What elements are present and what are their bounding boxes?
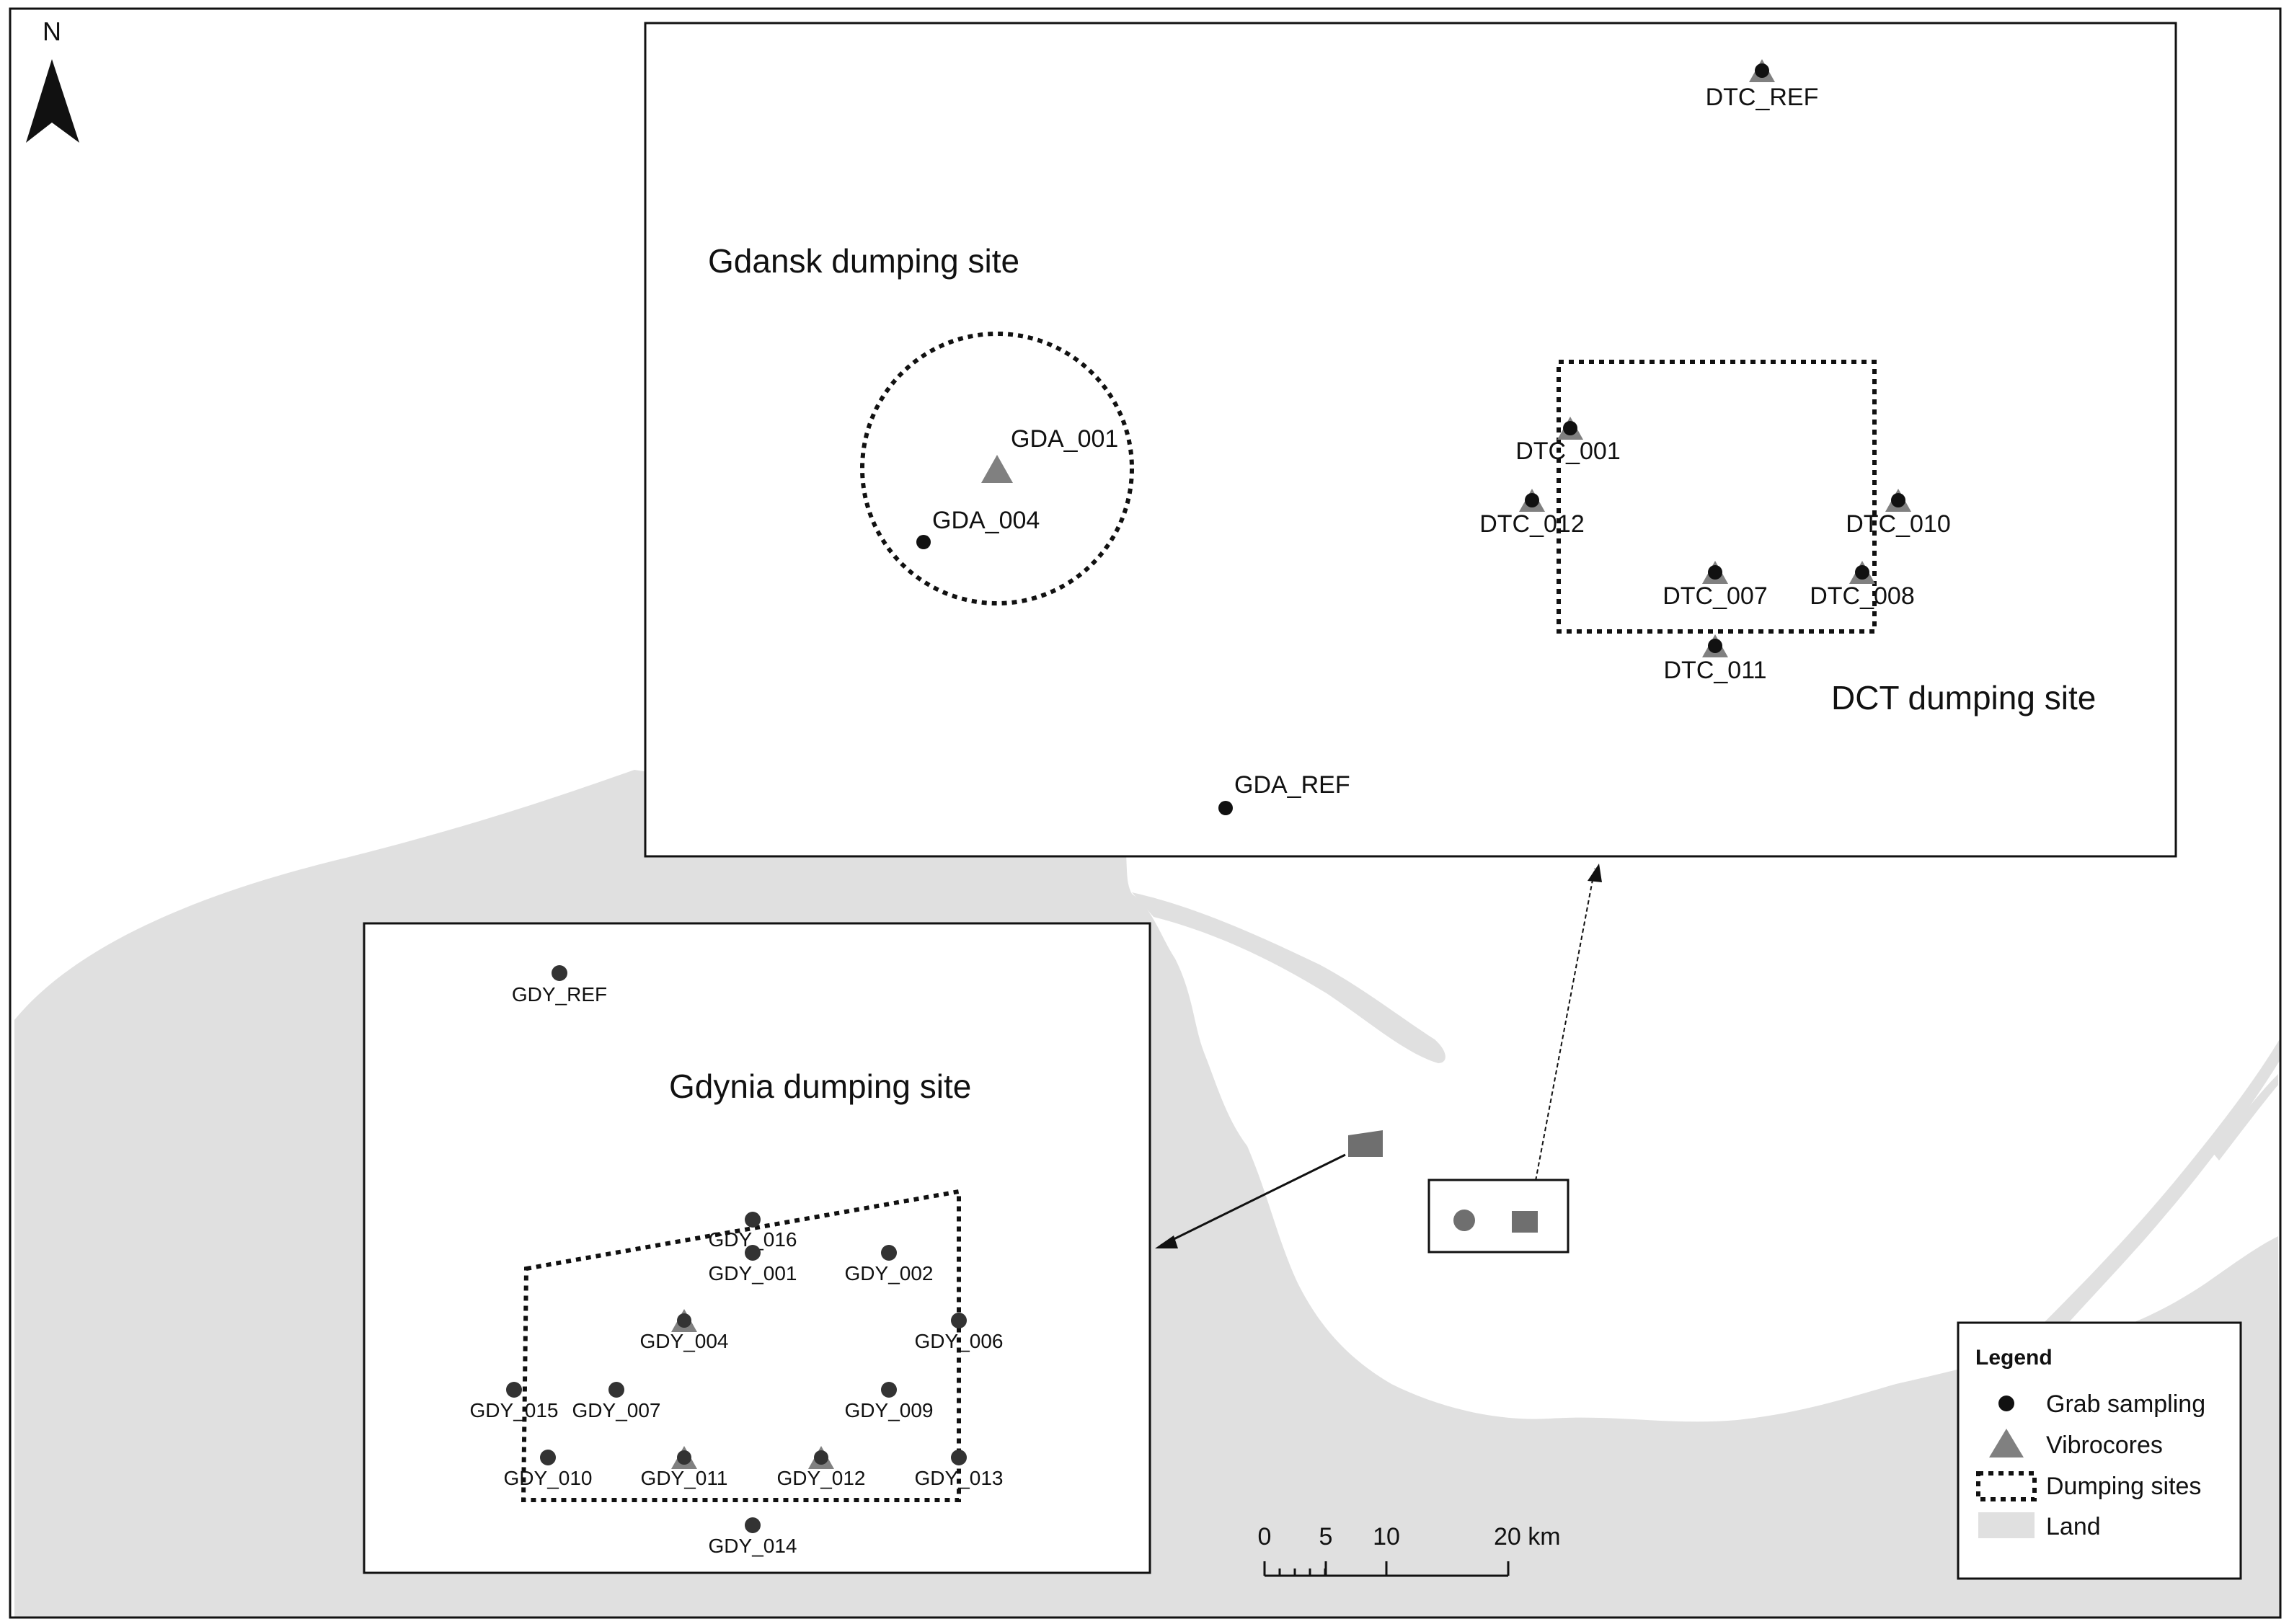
gdynia-dumping-site-boundary (521, 1189, 961, 1502)
station-gdy-011-label: GDY_011 (641, 1467, 728, 1489)
scale-bar-tick-10: 10 (1373, 1523, 1400, 1550)
station-gdy-002-grab-icon (881, 1245, 897, 1261)
station-gdy-012: GDY_012 (777, 1446, 866, 1489)
legend-item-grab-label: Grab sampling (2046, 1390, 2205, 1418)
gdynia-inset: Gdynia dumping site GDY_REF GDY_016 GDY_… (363, 922, 1151, 1574)
station-gdy-012-label: GDY_012 (777, 1467, 866, 1489)
dct-site-title: DCT dumping site (1831, 679, 2096, 716)
scale-bar-tick-20: 20 km (1494, 1523, 1561, 1550)
gdansk-dct-locator-box (1427, 1179, 1569, 1254)
legend-vibrocore-icon (1989, 1429, 2024, 1457)
station-dtc-001: DTC_001 (1515, 417, 1621, 465)
station-gdy-012-grab-icon (814, 1450, 828, 1465)
station-gdy-014-label: GDY_014 (709, 1535, 797, 1557)
dct-site-marker (1512, 1211, 1538, 1233)
station-gdy-006-grab-icon (951, 1313, 967, 1328)
station-gda-004-grab-icon (916, 535, 931, 549)
station-dtc-ref-grab-icon (1755, 63, 1769, 78)
station-gdy-016-grab-icon (745, 1212, 761, 1228)
station-gdy-ref-label: GDY_REF (512, 983, 607, 1006)
station-dtc-008-label: DTC_008 (1810, 582, 1915, 610)
station-gdy-009-grab-icon (881, 1382, 897, 1398)
station-gda-001-vibrocore-icon (981, 455, 1013, 483)
station-gdy-004: GDY_004 (640, 1309, 729, 1352)
station-gdy-011: GDY_011 (641, 1446, 728, 1489)
station-dtc-012-grab-icon (1525, 493, 1539, 507)
gdansk-site-title: Gdansk dumping site (708, 242, 1019, 280)
station-gda-ref-grab-icon (1218, 801, 1233, 815)
station-dtc-001-label: DTC_001 (1515, 438, 1621, 465)
gdansk-dumping-site-boundary (860, 332, 1134, 605)
scale-bar: 0 5 10 20 km (1258, 1523, 1561, 1577)
station-dtc-008-grab-icon (1855, 565, 1869, 580)
link-arrow-dct-head (1588, 864, 1602, 882)
station-dtc-011-label: DTC_011 (1664, 657, 1767, 684)
gdansk-dct-inset: Gdansk dumping site DCT dumping site GDA… (644, 22, 2177, 858)
station-gdy-015-grab-icon (506, 1382, 522, 1398)
station-gdy-ref-grab-icon (552, 965, 567, 981)
station-gdy-010-label: GDY_010 (504, 1467, 593, 1489)
station-gdy-011-grab-icon (677, 1450, 691, 1465)
station-dtc-ref-label: DTC_REF (1706, 84, 1819, 111)
station-dtc-011: DTC_011 (1664, 634, 1767, 684)
link-arrow-dct (1535, 868, 1595, 1181)
overview-markers (1348, 1130, 1569, 1254)
station-gdy-004-label: GDY_004 (640, 1330, 729, 1352)
scale-bar-tick-0: 0 (1258, 1523, 1272, 1550)
legend-item-vibrocore-label: Vibrocores (2046, 1432, 2163, 1459)
link-arrow-gdynia-head (1155, 1235, 1178, 1248)
inset-link-arrows (1155, 864, 1602, 1248)
station-dtc-011-grab-icon (1708, 639, 1722, 653)
legend-item-land-label: Land (2046, 1513, 2101, 1540)
station-dtc-007: DTC_007 (1662, 561, 1768, 610)
station-gda-ref-label: GDA_REF (1234, 771, 1350, 799)
land-peninsula (1132, 892, 1445, 1063)
north-arrow-label: N (43, 17, 61, 46)
scale-bar-ticks (1263, 1561, 1510, 1576)
station-dtc-012-label: DTC_012 (1479, 510, 1585, 538)
station-gdy-001-grab-icon (745, 1245, 761, 1261)
link-arrow-gdynia (1160, 1153, 1346, 1247)
gdynia-site-title: Gdynia dumping site (669, 1068, 971, 1105)
station-gdy-015-label: GDY_015 (470, 1399, 559, 1421)
station-dtc-ref: DTC_REF (1706, 59, 1819, 111)
gdansk-dct-inset-frame (644, 22, 2177, 858)
station-dtc-008: DTC_008 (1810, 561, 1915, 610)
station-dtc-007-grab-icon (1708, 565, 1722, 580)
gdansk-site-marker (1453, 1210, 1475, 1231)
station-dtc-010-grab-icon (1891, 493, 1905, 507)
north-arrow-icon (26, 59, 79, 143)
legend-grab-icon (1998, 1396, 2014, 1411)
station-gdy-007-grab-icon (608, 1382, 624, 1398)
land-island (2213, 1074, 2278, 1161)
station-gdy-007-label: GDY_007 (572, 1399, 661, 1421)
legend: Legend Grab sampling Vibrocores Dumping … (1957, 1321, 2242, 1580)
station-gda-004-label: GDA_004 (932, 507, 1040, 534)
station-dtc-012: DTC_012 (1479, 489, 1585, 538)
legend-dumping-site-icon (1976, 1471, 2037, 1501)
station-dtc-010: DTC_010 (1846, 489, 1951, 538)
land-spit-east (2026, 1038, 2280, 1346)
north-arrow: N (26, 17, 79, 143)
legend-title: Legend (1975, 1346, 2053, 1370)
station-gdy-004-grab-icon (677, 1313, 691, 1328)
station-dtc-001-grab-icon (1563, 421, 1577, 435)
scale-bar-tick-5: 5 (1319, 1523, 1333, 1550)
station-gdy-002-label: GDY_002 (845, 1262, 934, 1284)
station-gdy-013-grab-icon (951, 1450, 967, 1465)
station-gdy-010-grab-icon (540, 1450, 556, 1465)
legend-land-swatch (1978, 1512, 2035, 1538)
station-gdy-014-grab-icon (745, 1517, 761, 1533)
map-frame (9, 7, 2282, 1619)
legend-item-dumping-site-label: Dumping sites (2046, 1473, 2201, 1500)
station-gdy-009-label: GDY_009 (845, 1399, 934, 1421)
station-gdy-001-label: GDY_001 (709, 1262, 797, 1284)
station-gdy-006-label: GDY_006 (915, 1330, 1004, 1352)
gdynia-site-marker (1348, 1130, 1383, 1157)
station-gdy-013-label: GDY_013 (915, 1467, 1004, 1489)
station-dtc-010-label: DTC_010 (1846, 510, 1951, 538)
station-gda-001-label: GDA_001 (1011, 425, 1118, 453)
station-dtc-007-label: DTC_007 (1662, 582, 1768, 610)
